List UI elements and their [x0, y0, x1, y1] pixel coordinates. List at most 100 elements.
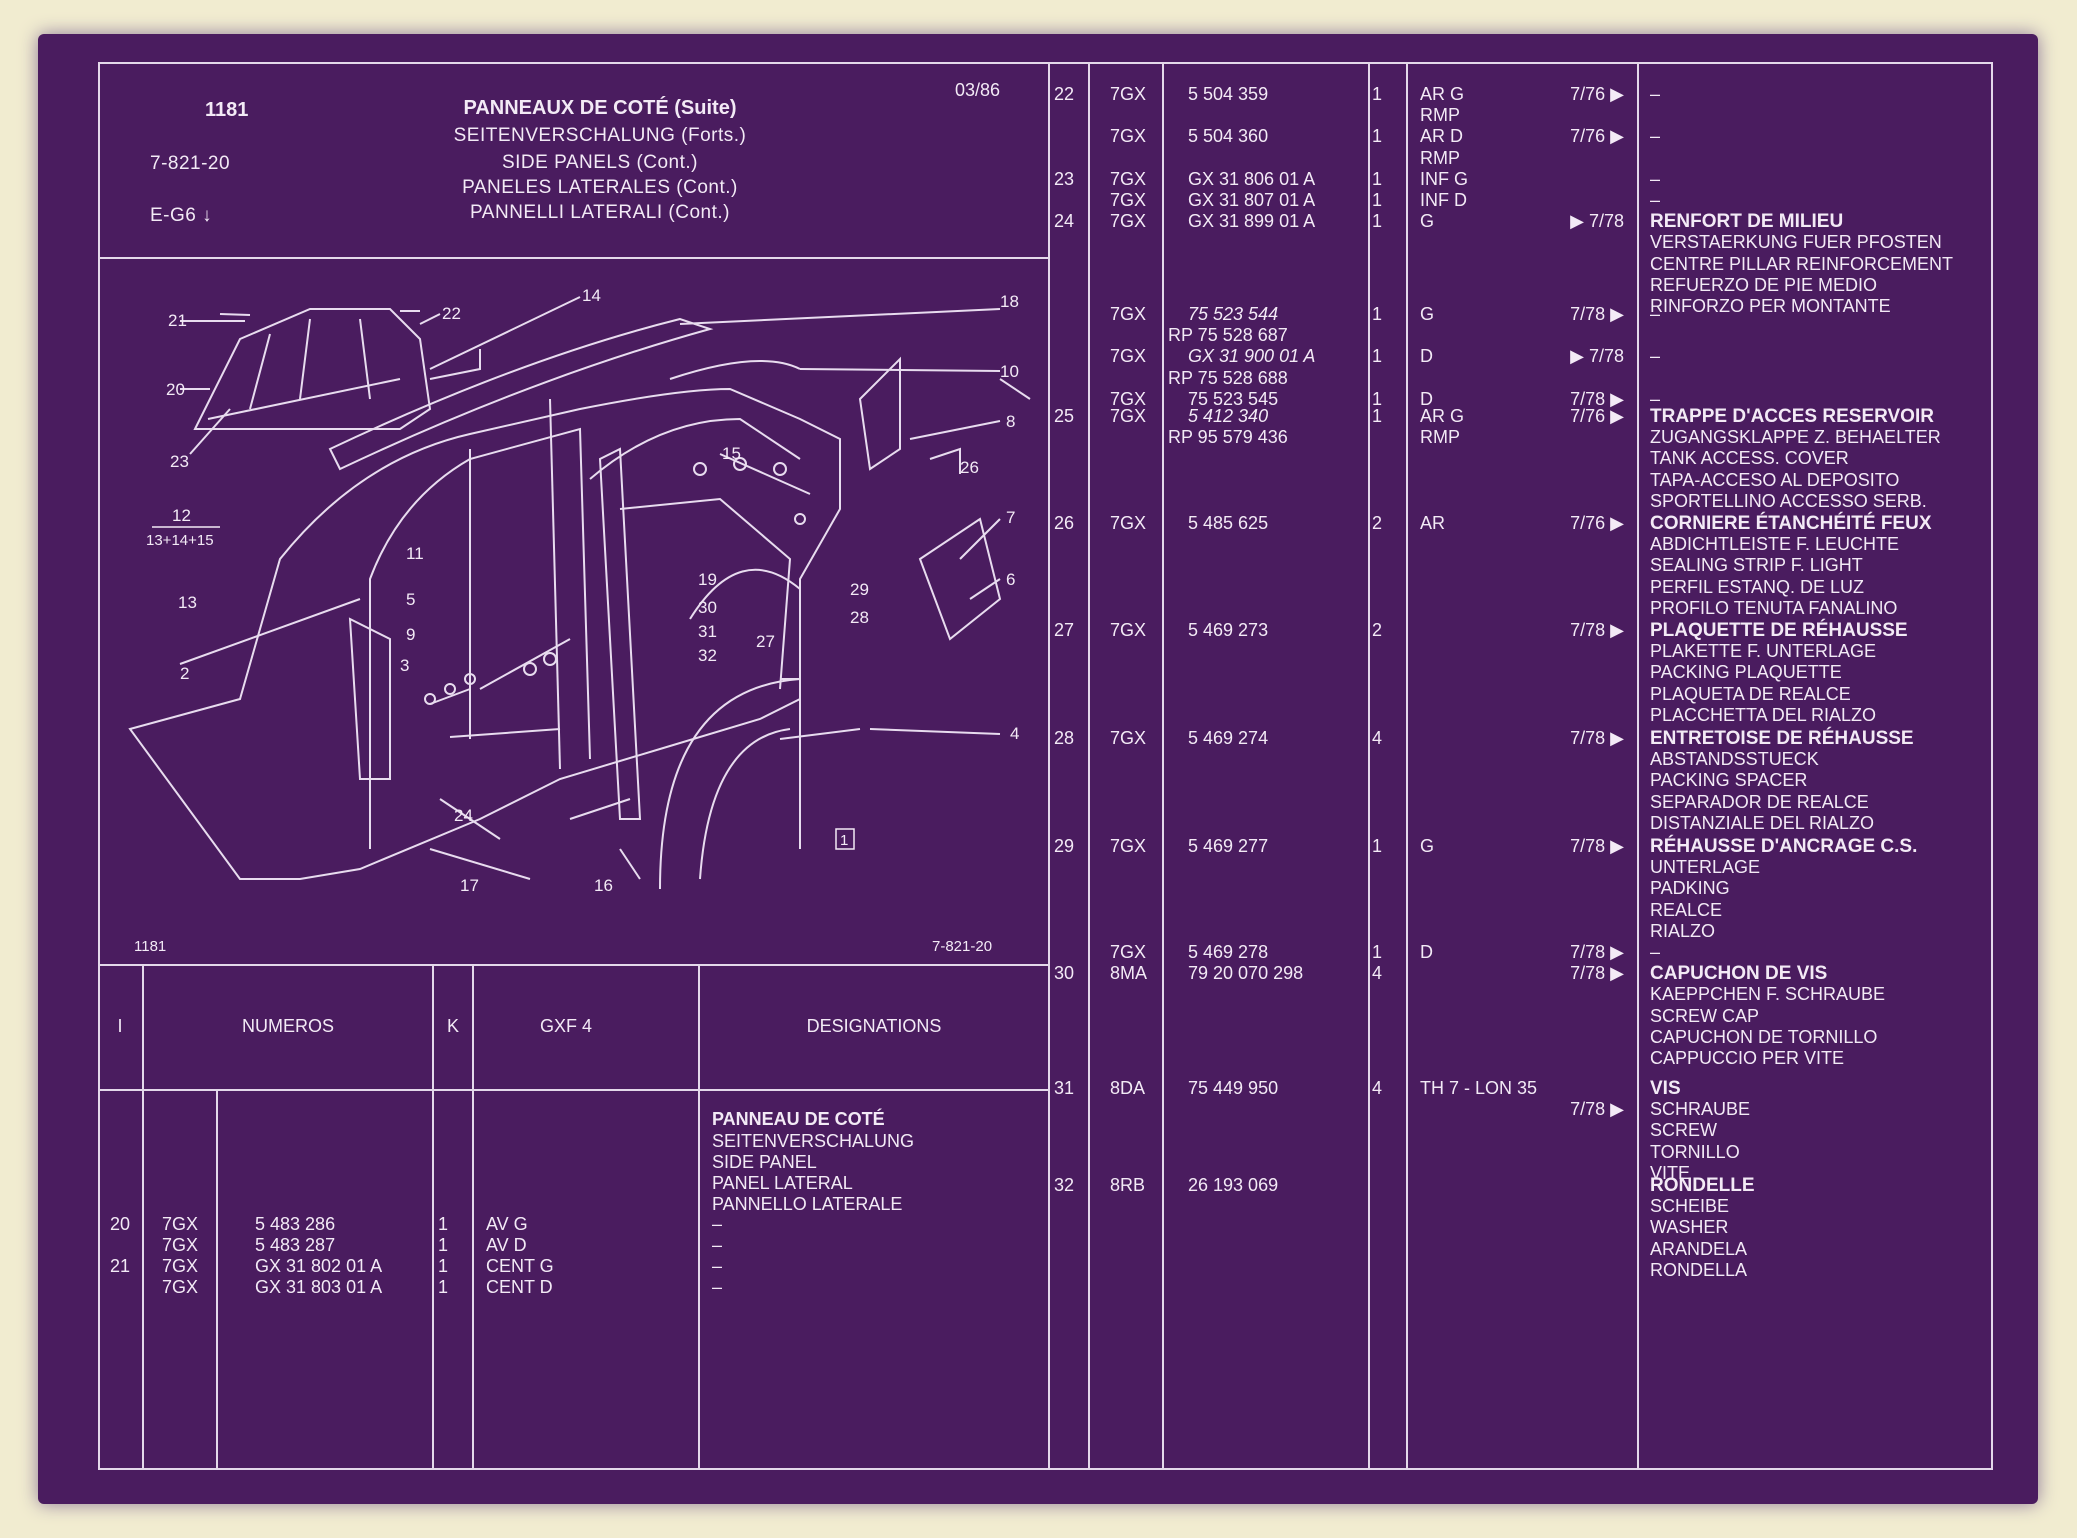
cell-designation: CENTRE PILLAR REINFORCEMENT	[1650, 253, 1954, 274]
table-row: 7/78 ▶SCHRAUBE	[0, 1099, 2077, 1120]
divider-header	[98, 257, 1048, 259]
callout-18: 18	[1000, 292, 1019, 311]
callout-20: 20	[166, 380, 185, 399]
table-row: SCHEIBE	[0, 1196, 2077, 1217]
cell-designation: –	[1650, 304, 1661, 324]
cell-type: 7GX	[161, 1214, 199, 1234]
cell-date: 7/76 ▶	[1570, 513, 1624, 533]
cell-number: GX 31 806 01 A	[1188, 168, 1316, 189]
cell-number: 26 193 069	[1188, 1175, 1279, 1195]
cell-k: 4	[1372, 1078, 1383, 1098]
cell-designation: –	[1650, 190, 1661, 210]
table-row: SCREW	[0, 1120, 2077, 1141]
cell-item: 22	[1054, 84, 1075, 104]
table-row: TANK ACCESS. COVER	[0, 448, 2077, 469]
cell-item: 28	[1054, 728, 1075, 748]
cell-designation: TAPA-ACCESO AL DEPOSITO	[1650, 469, 1900, 490]
title-es: PANELES LATERALES (Cont.)	[462, 177, 738, 198]
cell-date: 7/76 ▶	[1570, 84, 1624, 104]
callout-3: 3	[400, 656, 409, 675]
page-frame	[98, 62, 1993, 1470]
col-line	[142, 964, 144, 1470]
cell-designation: RINFORZO PER MONTANTE	[1650, 296, 1891, 316]
cell-type: 7GX	[1110, 126, 1147, 147]
cell-date: 7/78 ▶	[1570, 620, 1624, 640]
cell-designation: REALCE	[1650, 899, 1723, 920]
cell-date: 7/78 ▶	[1570, 304, 1624, 324]
cell-designation: RIALZO	[1650, 920, 1716, 941]
cell-number: 75 449 950	[1188, 1078, 1279, 1098]
cell-gxf: G	[1420, 304, 1435, 324]
cell-type: 7GX	[1110, 728, 1147, 748]
callout-26: 26	[960, 458, 979, 477]
cell-designation: WASHER	[1650, 1217, 1729, 1238]
cell-item: 32	[1054, 1175, 1075, 1195]
cell-gxf: D	[1420, 942, 1433, 962]
callout-21: 21	[168, 311, 187, 330]
cell-type: 8DA	[1110, 1078, 1146, 1098]
cell-designation: RÉHAUSSE D'ANCRAGE C.S.	[1650, 836, 1918, 857]
cell-gxf: AR D	[1420, 126, 1464, 147]
callout-7: 7	[1006, 508, 1015, 527]
cell-type: 7GX	[1110, 513, 1147, 533]
callout-13-14-15: 13+14+15	[146, 532, 214, 549]
cell-k: 1	[1372, 406, 1383, 426]
cell-type: 7GX	[1110, 346, 1147, 367]
cell-designation: –	[1650, 168, 1661, 189]
cell-k: 4	[1372, 963, 1383, 984]
callout-28: 28	[850, 608, 869, 627]
cell-item: 24	[1054, 211, 1075, 232]
cell-number: 5 504 360	[1188, 126, 1269, 147]
cell-number: 5 504 359	[1188, 84, 1269, 104]
col-header-numeros: NUMEROS	[241, 1016, 334, 1036]
cell-gxf: INF G	[1420, 168, 1468, 189]
callout-16: 16	[594, 876, 613, 895]
callout-13: 13	[178, 593, 197, 612]
cell-k: 1	[1372, 304, 1383, 324]
cell-number: GX 31 899 01 A	[1188, 211, 1316, 232]
cell-date: 7/78 ▶	[1570, 388, 1624, 409]
cell-date: ▶ 7/78	[1570, 211, 1624, 232]
callout-5: 5	[406, 590, 415, 609]
cell-date: 7/76 ▶	[1570, 126, 1624, 147]
cell-k: 1	[1372, 346, 1383, 367]
cell-k: 1	[1372, 126, 1383, 147]
table-row: PACKING SPACER	[0, 770, 2077, 791]
table-row: PACKING PLAQUETTE	[0, 662, 2077, 683]
callout-8: 8	[1006, 412, 1015, 431]
cell-designation: PADKING	[1650, 878, 1730, 899]
cell-designation: VERSTAERKUNG FUER PFOSTEN	[1650, 232, 1942, 253]
table-row: RP 75 528 688	[0, 368, 2077, 389]
engine-code: E-G6 ↓	[150, 205, 213, 226]
cell-item: 29	[1054, 836, 1075, 856]
cell-designation: –	[1650, 388, 1661, 409]
cell-designation: TRAPPE D'ACCES RESERVOIR	[1650, 406, 1934, 427]
edition-date: 03/86	[955, 80, 1001, 100]
cell-designation: TANK ACCESS. COVER	[1650, 448, 1849, 469]
cell-k: 1	[1372, 84, 1383, 104]
table-row: RMP	[0, 148, 2077, 169]
title-fr: PANNEAUX DE COTÉ (Suite)	[463, 97, 737, 119]
cell-designation: PLACCHETTA DEL RIALZO	[1650, 704, 1877, 725]
microfiche-sheet	[38, 34, 2038, 1504]
cell-designation: TORNILLO	[1650, 1141, 1740, 1162]
diagram-callouts: 21 22 14 18 10 8 26 20 23 12 13+14+15 15…	[146, 286, 1019, 895]
cell-gxf: RMP	[1420, 427, 1460, 448]
cell-date: 7/78 ▶	[1570, 728, 1624, 748]
table-row: VITE	[0, 1163, 2077, 1184]
col-header-i: I	[117, 1016, 123, 1036]
cell-number: 5 485 625	[1188, 513, 1269, 533]
table-row: REFUERZO DE PIE MEDIO	[0, 275, 2077, 296]
table-row: UNTERLAGE	[0, 857, 2077, 878]
